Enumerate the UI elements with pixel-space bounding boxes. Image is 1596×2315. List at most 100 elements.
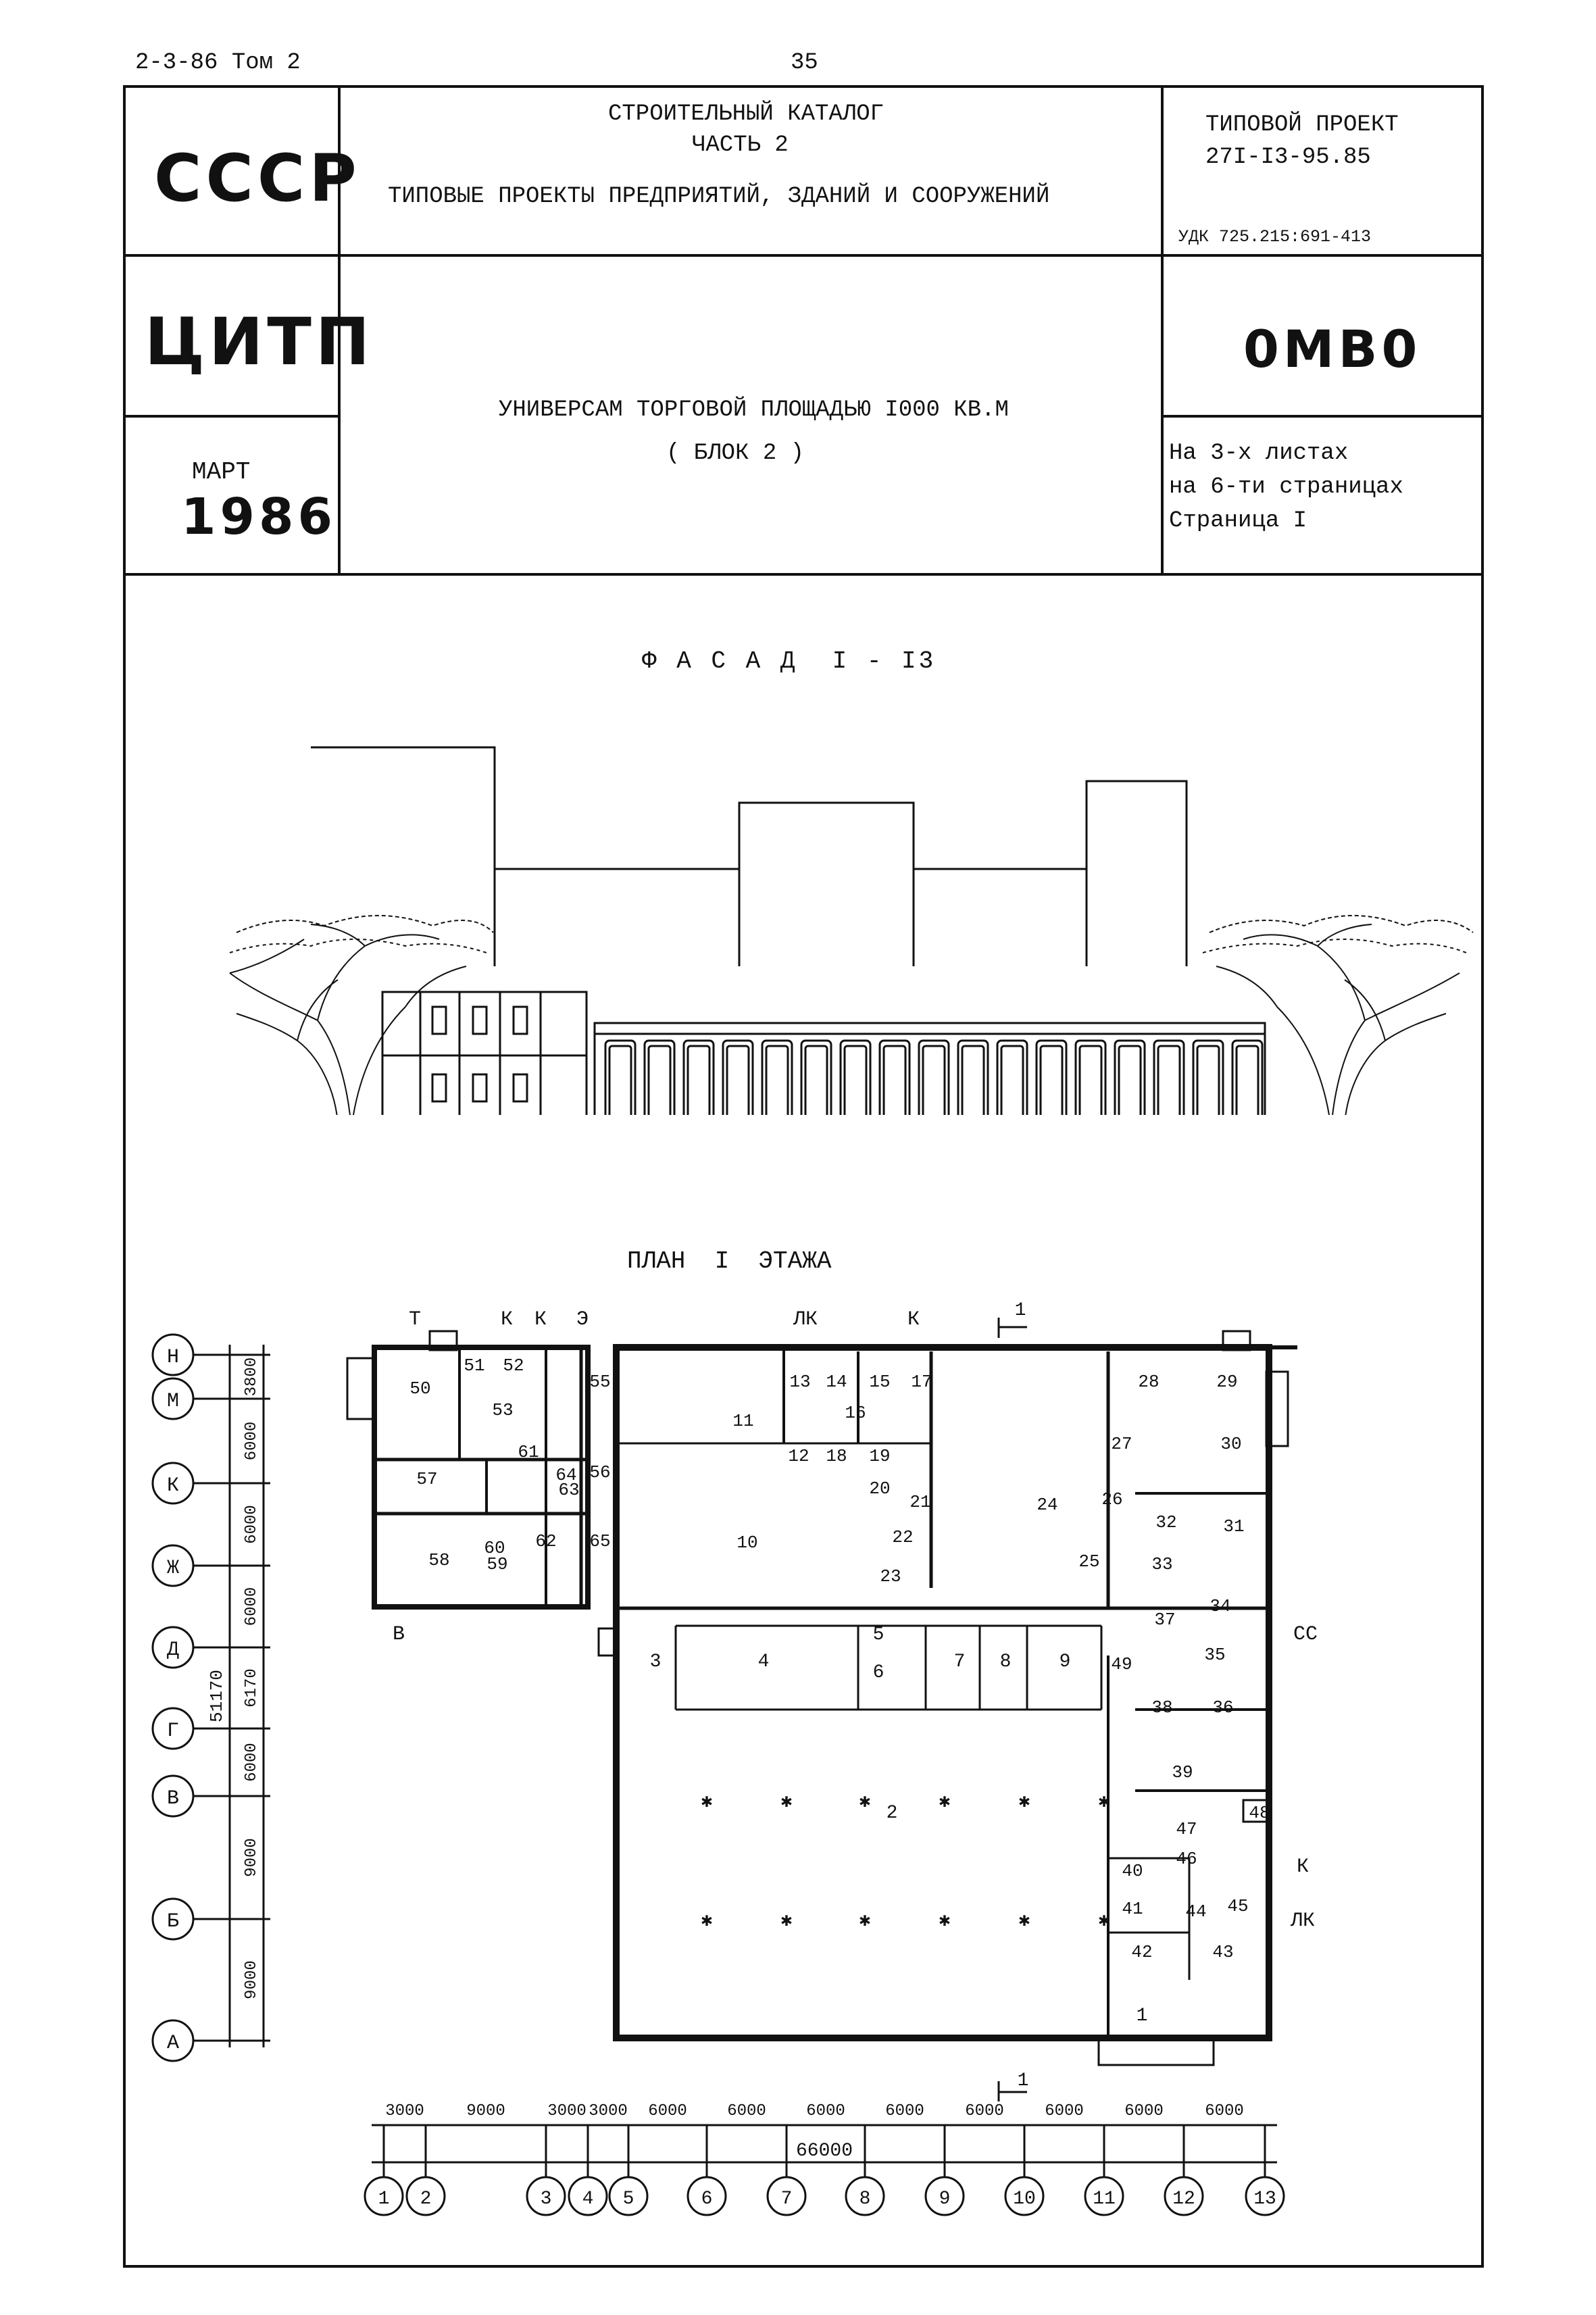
col-dim-label: 6000 xyxy=(806,2102,845,2120)
column-mark: ✱ xyxy=(859,1792,871,1813)
entrance-mark: К xyxy=(907,1308,920,1331)
room-number-42: 42 xyxy=(1131,1942,1152,1962)
facade-bay-glazing xyxy=(1235,1045,1260,1115)
facade-bay xyxy=(643,1039,676,1115)
room-number-46: 46 xyxy=(1176,1849,1197,1869)
catalog-line-1: СТРОИТЕЛЬНЫЙ КАТАЛОГ xyxy=(608,101,884,127)
facade-bay-glazing xyxy=(647,1045,672,1115)
col-axis-label: 3 xyxy=(541,2189,552,2210)
room-number-11: 11 xyxy=(732,1411,753,1431)
room-number-1: 1 xyxy=(1137,2006,1148,2026)
catalog-line-2: ЧАСТЬ 2 xyxy=(692,132,789,158)
series-label: 2-3-86 Том 2 xyxy=(135,50,301,76)
room-number-16: 16 xyxy=(845,1403,866,1423)
facade-bay xyxy=(1035,1039,1068,1115)
section-mark-top: 1 xyxy=(1015,1300,1026,1321)
room-number-51: 51 xyxy=(464,1355,484,1376)
entrance-mark: К xyxy=(534,1308,547,1331)
room-number-6: 6 xyxy=(873,1662,884,1683)
entrance-mark: Э xyxy=(576,1308,589,1331)
room-number-12: 12 xyxy=(788,1446,809,1466)
col-dim-label: 6000 xyxy=(885,2102,924,2120)
entrance-mark: Т xyxy=(409,1308,421,1331)
room-number-64: 64 xyxy=(555,1465,576,1485)
facade-bay xyxy=(722,1039,754,1115)
room-number-47: 47 xyxy=(1176,1819,1197,1839)
room-number-48: 48 xyxy=(1249,1803,1270,1823)
facade-bay-glazing xyxy=(765,1045,789,1115)
room-number-60: 60 xyxy=(484,1538,505,1558)
facade-bay-glazing xyxy=(804,1045,828,1115)
col-dim-label: 3000 xyxy=(547,2102,587,2120)
col-dim-label: 6000 xyxy=(965,2102,1004,2120)
facade-bay-glazing xyxy=(1000,1045,1024,1115)
entrance-mark: ЛК xyxy=(1290,1910,1315,1933)
facade-bay-glazing xyxy=(726,1045,750,1115)
room-number-29: 29 xyxy=(1216,1372,1237,1392)
room-number-5: 5 xyxy=(873,1624,884,1645)
row-dim-label: 6000 xyxy=(243,1505,261,1544)
room-number-20: 20 xyxy=(869,1478,890,1499)
room-number-19: 19 xyxy=(869,1446,890,1466)
column-mark: ✱ xyxy=(1099,1792,1110,1813)
facade-bay-glazing xyxy=(1118,1045,1142,1115)
room-number-25: 25 xyxy=(1078,1551,1099,1572)
facade-bay xyxy=(839,1039,872,1115)
room-number-26: 26 xyxy=(1101,1489,1122,1510)
room-number-24: 24 xyxy=(1037,1495,1057,1515)
room-number-55: 55 xyxy=(589,1372,610,1392)
col-axis-label: 7 xyxy=(781,2189,793,2210)
room-number-2: 2 xyxy=(887,1803,898,1824)
column-mark: ✱ xyxy=(939,1792,951,1813)
row-dim-label: 9000 xyxy=(243,1960,261,1999)
facade-bay xyxy=(1192,1039,1224,1115)
column-mark: ✱ xyxy=(1019,1792,1030,1813)
room-number-37: 37 xyxy=(1154,1610,1175,1630)
object-title: УНИВЕРСАМ ТОРГОВОЙ ПЛОЩАДЬЮ I000 КВ.М xyxy=(499,397,1009,423)
row-axis-label: Н xyxy=(167,1346,179,1369)
column-mark: ✱ xyxy=(781,1911,793,1932)
column-mark: ✱ xyxy=(1099,1911,1110,1932)
facade-bay-glazing xyxy=(843,1045,868,1115)
country-label: СССР xyxy=(154,141,361,216)
room-number-50: 50 xyxy=(409,1378,430,1399)
room-number-36: 36 xyxy=(1212,1697,1233,1718)
col-axis-label: 4 xyxy=(582,2189,594,2210)
entrance-mark: СС xyxy=(1293,1623,1318,1646)
row-axis-label: А xyxy=(167,2032,179,2055)
room-number-57: 57 xyxy=(416,1469,437,1489)
facade-bay-glazing xyxy=(1039,1045,1064,1115)
room-number-32: 32 xyxy=(1155,1512,1176,1533)
room-number-34: 34 xyxy=(1210,1596,1230,1616)
column-mark: ✱ xyxy=(1019,1911,1030,1932)
room-number-65: 65 xyxy=(589,1531,610,1551)
room-number-27: 27 xyxy=(1111,1434,1132,1454)
room-number-59: 59 xyxy=(487,1554,507,1574)
row-dim-label: 3800 xyxy=(243,1358,261,1397)
sheets-line-3: Страница I xyxy=(1169,508,1307,534)
col-axis-label: 11 xyxy=(1093,2189,1116,2210)
room-number-35: 35 xyxy=(1204,1645,1225,1665)
room-number-45: 45 xyxy=(1227,1896,1248,1916)
room-number-22: 22 xyxy=(892,1527,913,1547)
row-axis-label: Ж xyxy=(167,1557,179,1580)
row-dim-label: 6000 xyxy=(243,1587,261,1626)
room-number-61: 61 xyxy=(518,1442,539,1462)
section-mark-bottom: 1 xyxy=(1018,2070,1029,2091)
room-number-33: 33 xyxy=(1151,1554,1172,1574)
col-dim-label: 6000 xyxy=(1045,2102,1084,2120)
row-axis-label: В xyxy=(167,1787,179,1810)
room-number-56: 56 xyxy=(589,1462,610,1483)
room-number-40: 40 xyxy=(1122,1861,1143,1881)
room-number-18: 18 xyxy=(826,1446,847,1466)
room-number-13: 13 xyxy=(789,1372,810,1392)
col-axis-label: 8 xyxy=(859,2189,871,2210)
room-number-44: 44 xyxy=(1185,1901,1206,1922)
col-dim-label: 6000 xyxy=(727,2102,766,2120)
facade-bay xyxy=(1231,1039,1264,1115)
column-mark: ✱ xyxy=(859,1911,871,1932)
room-number-10: 10 xyxy=(737,1533,757,1553)
room-number-4: 4 xyxy=(758,1651,770,1672)
